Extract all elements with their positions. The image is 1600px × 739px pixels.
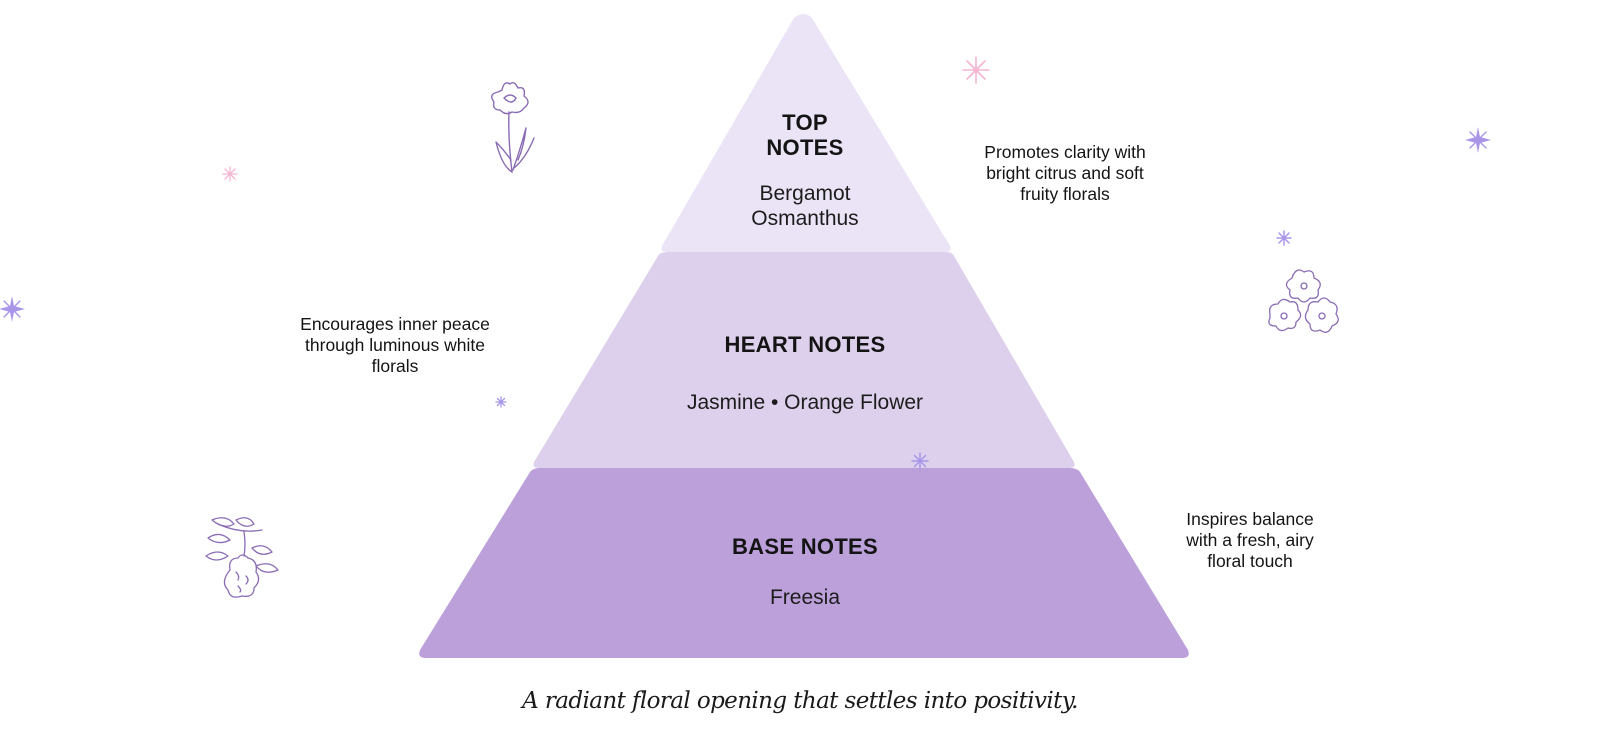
sparkle-icon <box>222 166 238 182</box>
top-notes-description: Promotes clarity with bright citrus and … <box>984 142 1146 204</box>
top-notes-block: TOP NOTES Bergamot Osmanthus <box>705 110 905 231</box>
crocus-flower-icon <box>491 81 535 173</box>
heart-notes-title: HEART NOTES <box>724 332 886 357</box>
sparkle-icon <box>911 452 929 470</box>
base-notes-title: BASE NOTES <box>731 534 879 559</box>
base-notes-block: BASE NOTES Freesia <box>605 534 1005 610</box>
base-notes-description: Inspires balance with a fresh, airy flor… <box>1186 509 1314 571</box>
sparkle-icon <box>1276 230 1292 246</box>
heart-notes-block: HEART NOTES Jasmine • Orange Flower <box>605 332 1005 415</box>
sparkle-icon <box>962 56 990 84</box>
heart-notes-list: Jasmine • Orange Flower <box>686 391 924 414</box>
top-notes-tier <box>661 14 951 252</box>
sparkle-icon <box>1465 127 1491 153</box>
base-notes-tier <box>419 468 1189 658</box>
top-notes-list: Bergamot Osmanthus <box>751 182 859 230</box>
bergamot-fruit-icon <box>205 517 279 598</box>
sparkle-icon <box>0 296 25 322</box>
top-notes-title: TOP NOTES <box>766 110 844 160</box>
blossom-cluster-icon <box>1268 269 1339 333</box>
heart-notes-tier <box>533 252 1075 468</box>
tagline: A radiant floral opening that settles in… <box>522 688 1078 714</box>
sparkle-icon <box>495 396 507 408</box>
base-notes-list: Freesia <box>769 586 841 609</box>
heart-notes-description: Encourages inner peace through luminous … <box>300 314 490 376</box>
